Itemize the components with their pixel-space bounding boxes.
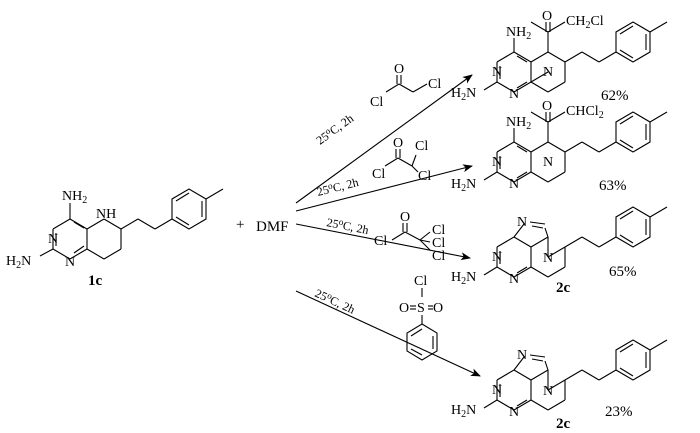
conditions-1: 25oC, 2h (313, 110, 356, 147)
reagent-dichloroacetyl-chloride: O Cl Cl Cl (372, 136, 431, 184)
sm-label: 1c (88, 273, 103, 289)
product-1: O CH2Cl N NH2 N N H2N 62% (451, 9, 668, 104)
sm-n-ring-1: N (48, 232, 58, 247)
reagent3-cl-a: Cl (374, 234, 387, 249)
reagent1-o: O (394, 62, 404, 77)
reagent1-cl-a: Cl (370, 95, 383, 110)
conditions-3: 25oC, 2h (325, 214, 370, 237)
reagent-trichloroacetyl-chloride: O Cl Cl Cl Cl (374, 210, 445, 264)
p3-n-imid: N (517, 215, 527, 230)
sm-nh2-top: NH2 (62, 189, 87, 206)
reagent3-cl-d: Cl (432, 249, 445, 264)
reagent2-cl-a: Cl (372, 167, 385, 182)
p2-nh2-top: NH2 (506, 115, 531, 132)
yield-1: 62% (601, 88, 629, 104)
sm-nh2-left: H2N (6, 254, 31, 271)
reagent4-o-left: O (399, 301, 409, 316)
solvent-label: DMF (256, 219, 289, 235)
p3-n-bridge: N (543, 251, 553, 266)
reagent4-cl: Cl (414, 274, 427, 289)
p2-chcl2: CHCl2 (566, 104, 604, 121)
conditions-2: 25oC, 2h (315, 174, 360, 199)
p4-n-imid: N (517, 348, 527, 363)
conditions-4: 25oC, 2h (313, 285, 358, 317)
p3-n-ring-1: N (492, 250, 502, 265)
p1-n-ring-1: N (492, 65, 502, 80)
product-4-2c: N N N N H2N 2c 23% (451, 339, 668, 432)
reagent2-cl-b: Cl (415, 139, 428, 154)
yield-4: 23% (605, 404, 633, 420)
p1-n-ring-2: N (509, 87, 519, 102)
p1-n-amide: N (543, 65, 553, 80)
p2-o: O (542, 99, 552, 114)
reagent4-s: S (417, 301, 425, 316)
reagent3-o: O (400, 210, 410, 225)
p1-h2n: H2N (451, 86, 476, 103)
p4-n-ring-1: N (492, 383, 502, 398)
reagent2-o: O (393, 136, 403, 151)
sm-n-ring-2: N (65, 255, 75, 270)
reagent3-cl-b: Cl (432, 223, 445, 238)
p4-h2n: H2N (451, 403, 476, 420)
yield-3: 65% (609, 264, 637, 280)
p3-h2n: H2N (451, 270, 476, 287)
reagent1-cl-b: Cl (428, 77, 441, 92)
plus-sign: + (236, 217, 244, 233)
product-3-2c: N N N N H2N 2c 65% (451, 206, 668, 296)
reaction-arrow-2 (295, 164, 473, 212)
reaction-arrow-3 (295, 223, 471, 261)
p4-n-bridge: N (543, 384, 553, 399)
p2-n-ring-1: N (492, 155, 502, 170)
yield-2: 63% (599, 178, 627, 194)
p4-label: 2c (556, 416, 571, 432)
starting-material-1c: NH2 NH N N H2N 1c (6, 188, 224, 289)
p3-n-ring-2: N (509, 272, 519, 287)
p4-n-ring-2: N (509, 405, 519, 420)
reagent-chloroacetyl-chloride: O Cl Cl (370, 62, 441, 110)
reagent-benzenesulfonyl-chloride: Cl S O O (399, 274, 443, 361)
reagent4-o-right: O (433, 301, 443, 316)
product-2: O CHCl2 N NH2 N N H2N 63% (451, 99, 668, 194)
p2-n-ring-2: N (509, 177, 519, 192)
p2-n-amide: N (543, 155, 553, 170)
reagent2-cl-c: Cl (418, 169, 431, 184)
sm-nh: NH (96, 207, 116, 222)
reaction-arrow-1 (295, 74, 473, 204)
p2-h2n: H2N (451, 177, 476, 194)
reagent3-cl-c: Cl (432, 236, 445, 251)
p3-label: 2c (556, 280, 571, 296)
p1-nh2-top: NH2 (506, 25, 531, 42)
p1-o: O (542, 9, 552, 24)
p1-ch2cl: CH2Cl (566, 14, 604, 31)
reaction-arrow-4 (295, 290, 481, 377)
